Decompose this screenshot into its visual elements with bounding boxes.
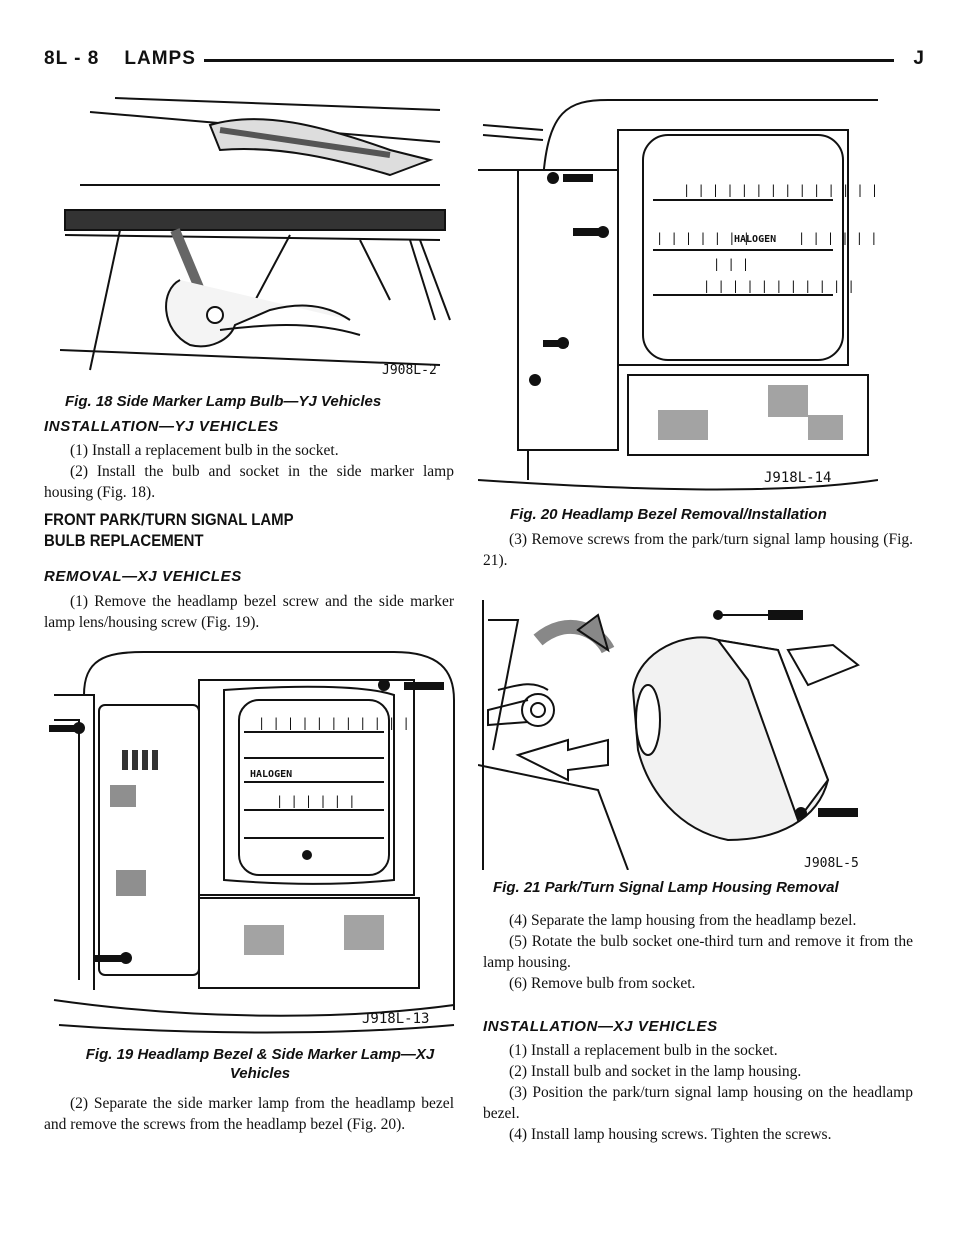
removal-xj-step-1-block: (1) Remove the headlamp bezel screw and …: [44, 591, 454, 633]
removal-step-6: (6) Remove bulb from socket.: [509, 975, 696, 992]
fig18-label: J908L-2: [382, 363, 437, 378]
svg-text:| | | | | |: | | | | | |: [276, 794, 355, 808]
svg-text:| | |: | | |: [713, 257, 749, 271]
fig21-label: J908L-5: [804, 856, 859, 870]
install-yj-step-1: (1) Install a replacement bulb in the so…: [70, 442, 339, 459]
install-xj-step-3: (3) Position the park/turn signal lamp h…: [483, 1084, 913, 1122]
header-edition: J: [913, 48, 924, 69]
install-xj-steps: (1) Install a replacement bulb in the so…: [483, 1040, 913, 1145]
fig19-illustration: | | | | | | | | | | | HALOGEN | | | | | …: [44, 640, 464, 1035]
removal-xj-heading: REMOVAL—XJ VEHICLES: [44, 568, 242, 585]
install-yj-steps: (1) Install a replacement bulb in the so…: [44, 440, 454, 503]
step2-text: (2) Separate the side marker lamp from t…: [44, 1095, 454, 1133]
step3-block: (3) Remove screws from the park/turn sig…: [483, 529, 913, 571]
install-yj-step-2: (2) Install the bulb and socket in the s…: [44, 463, 454, 501]
fig21-caption: Fig. 21 Park/Turn Signal Lamp Housing Re…: [493, 879, 839, 896]
removal-xj-step-1: (1) Remove the headlamp bezel screw and …: [44, 593, 454, 631]
fig20-illustration: | | | | | | | | | | | | | | | | | | | | …: [478, 90, 878, 500]
step2-block: (2) Separate the side marker lamp from t…: [44, 1093, 454, 1135]
svg-text:| | | | | | | | | | |: | | | | | | | | | | |: [258, 716, 410, 730]
install-xj-heading: INSTALLATION—XJ VEHICLES: [483, 1018, 718, 1035]
fig19-caption: Fig. 19 Headlamp Bezel & Side Marker Lam…: [85, 1046, 435, 1082]
svg-text:| | | | | | |: | | | | | | |: [656, 231, 750, 245]
install-xj-step-1: (1) Install a replacement bulb in the so…: [509, 1042, 778, 1059]
install-yj-heading: INSTALLATION—YJ VEHICLES: [44, 418, 279, 435]
fig19-halogen: HALOGEN: [250, 769, 292, 780]
fig20-caption: Fig. 20 Headlamp Bezel Removal/Installat…: [510, 506, 827, 523]
header-section-label: 8L - 8 LAMPS: [44, 48, 196, 69]
fig21-illustration: J908L-5: [478, 590, 878, 870]
install-xj-step-2: (2) Install bulb and socket in the lamp …: [509, 1063, 802, 1080]
fig20-halogen: HALOGEN: [734, 234, 776, 245]
section-title: FRONT PARK/TURN SIGNAL LAMP BULB REPLACE…: [44, 510, 294, 550]
svg-text:| | | | | |: | | | | | |: [798, 231, 877, 245]
removal-step-4: (4) Separate the lamp housing from the h…: [509, 912, 857, 929]
page-header: 8L - 8 LAMPS J: [44, 48, 924, 74]
fig20-label: J918L-14: [764, 470, 831, 486]
svg-text:| | | | | | | | | | |: | | | | | | | | | | |: [703, 279, 855, 293]
fig18-caption: Fig. 18 Side Marker Lamp Bulb—YJ Vehicle…: [65, 393, 382, 410]
fig18-illustration: J908L-2: [60, 90, 460, 380]
svg-text:| | | | | | | | | | | | | |: | | | | | | | | | | | | | |: [683, 183, 878, 197]
removal-step-5: (5) Rotate the bulb socket one-third tur…: [483, 933, 913, 971]
install-xj-step-4: (4) Install lamp housing screws. Tighten…: [509, 1126, 832, 1143]
removal-steps-cont: (4) Separate the lamp housing from the h…: [483, 910, 913, 994]
header-rule: [204, 59, 894, 62]
step3-text: (3) Remove screws from the park/turn sig…: [483, 531, 913, 569]
fig19-label: J918L-13: [362, 1011, 429, 1027]
